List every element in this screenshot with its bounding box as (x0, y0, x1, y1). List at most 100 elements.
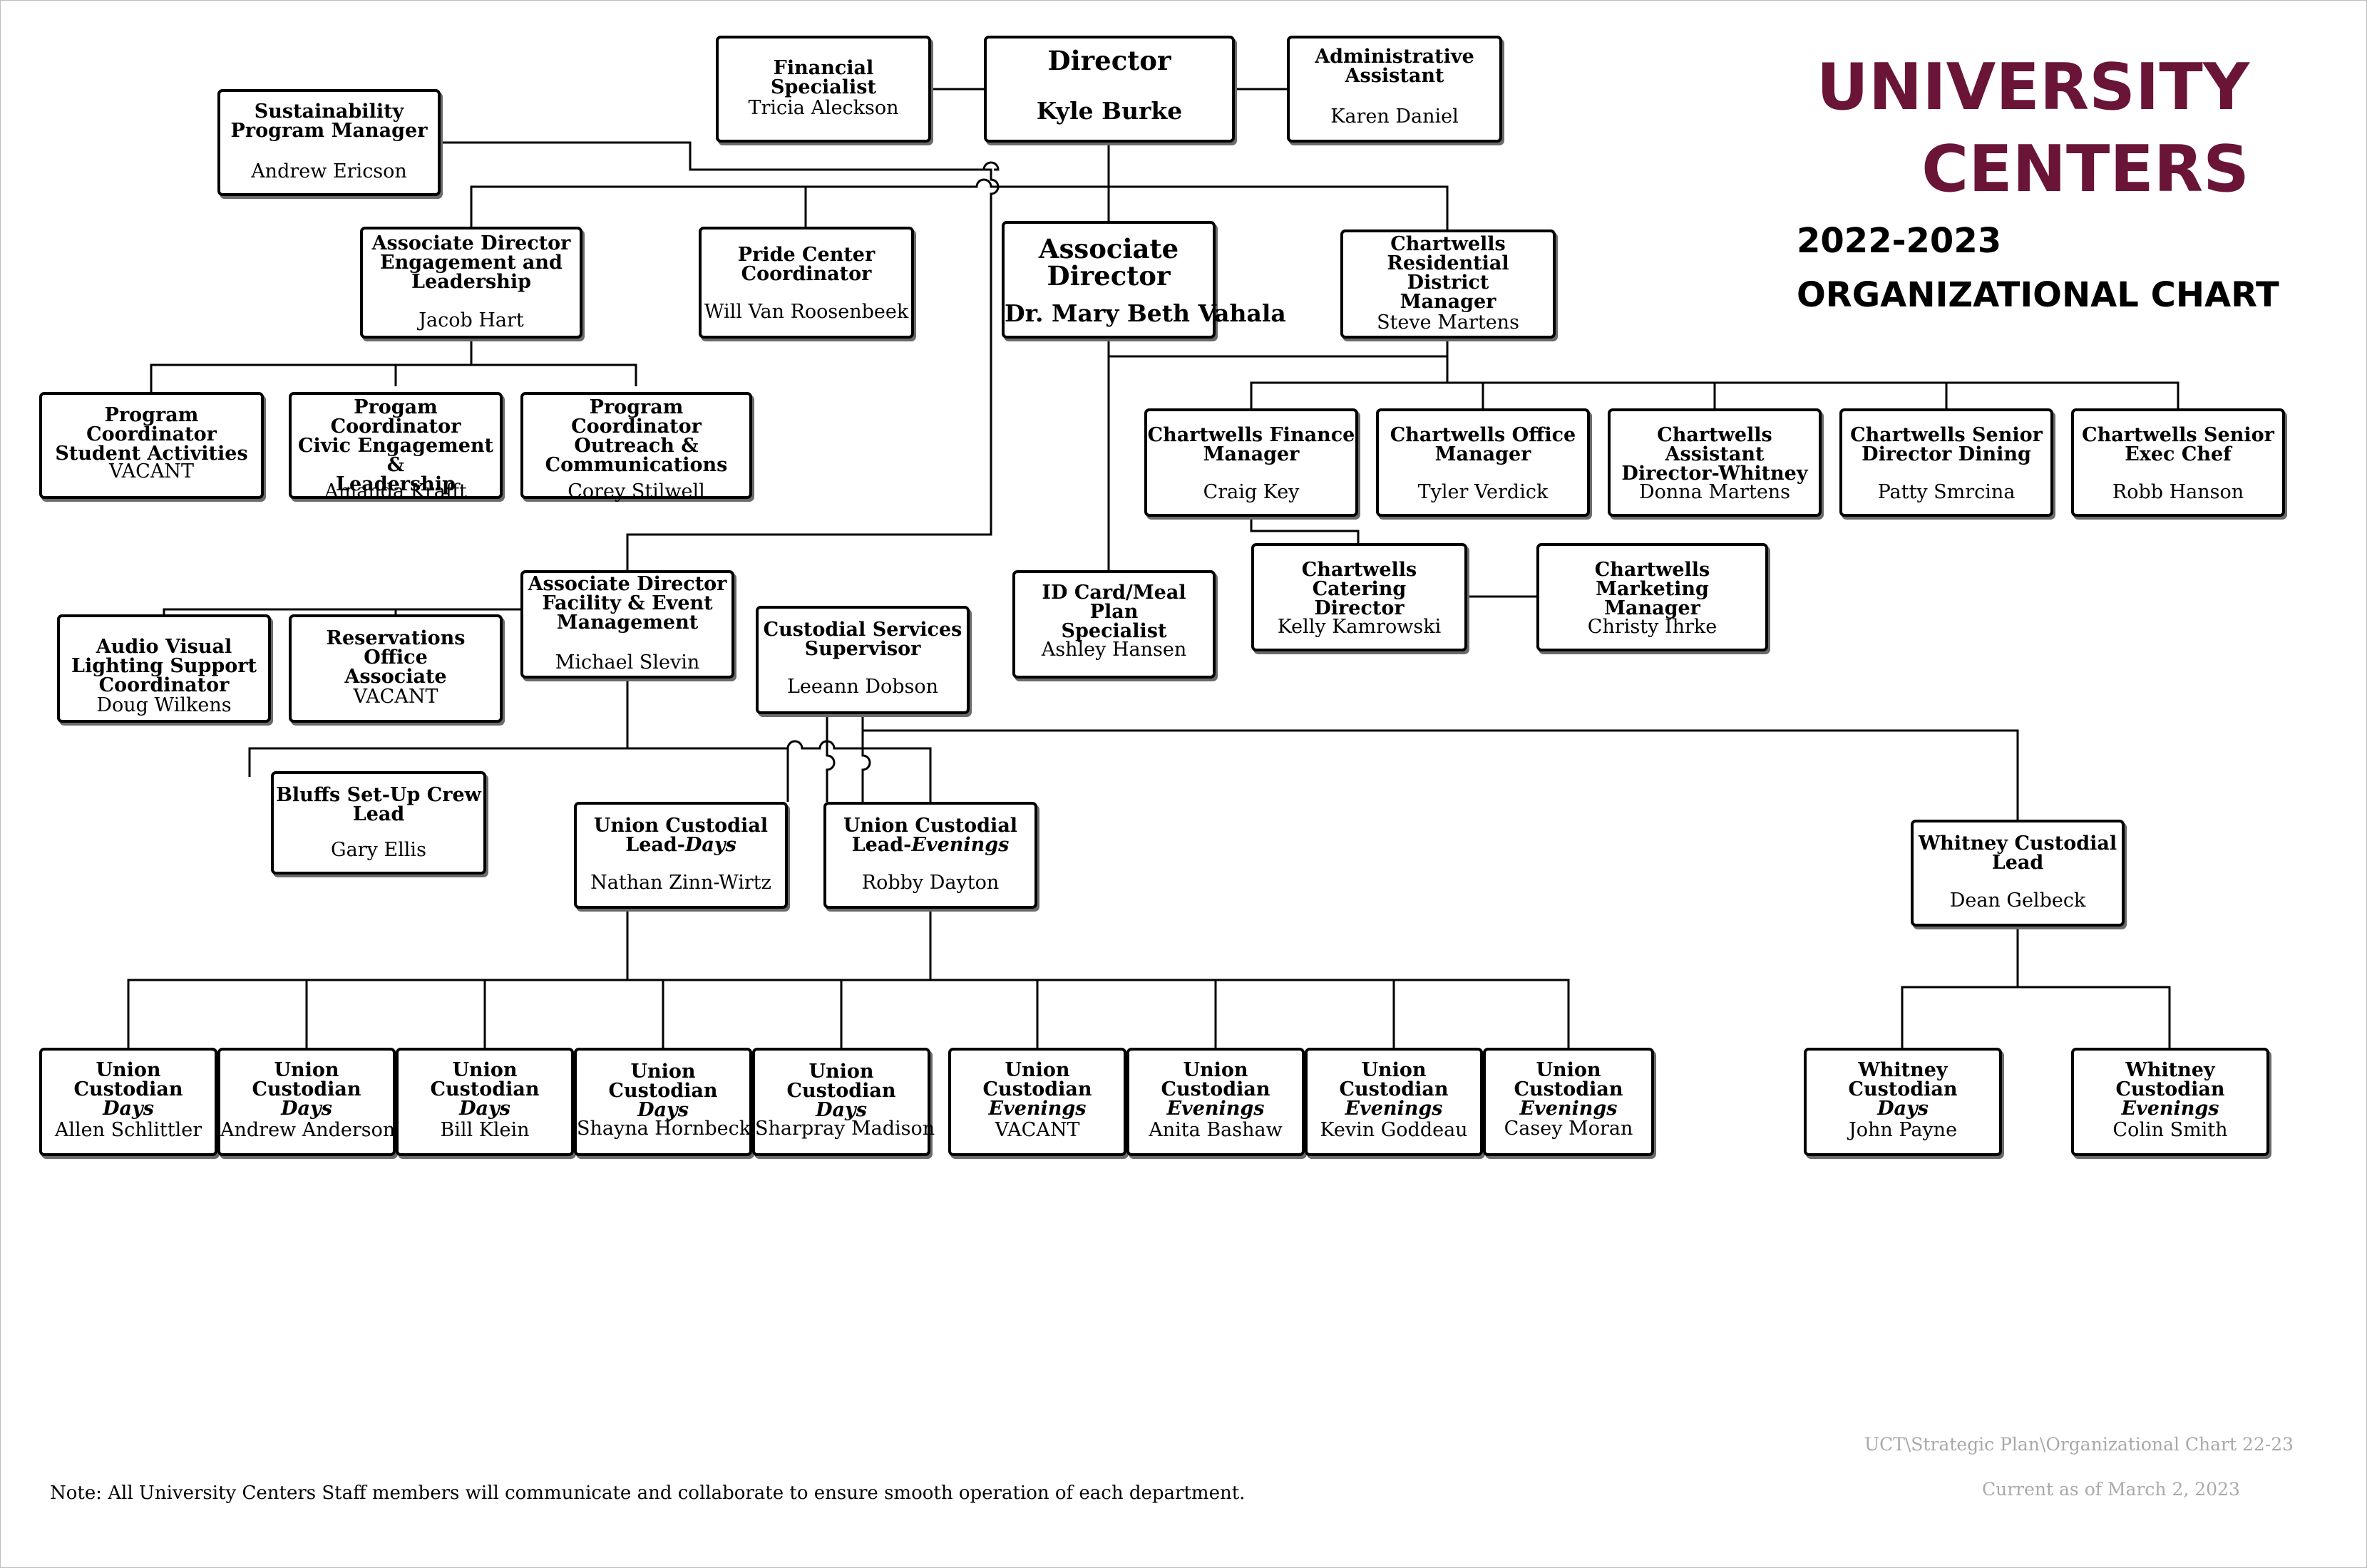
page-title: UNIVERSITY CENTERS (1817, 46, 2249, 210)
person-name: Tricia Aleckson (748, 97, 899, 119)
position-title-text: Financial Specialist (771, 57, 876, 98)
position-box-ad-engage: Associate Director Engagement and Leader… (360, 227, 582, 339)
position-title-text: Whitney Custodian (1848, 1059, 1958, 1100)
position-box-pc-civic: Progam Coordinator Civic Engagement & Le… (289, 392, 503, 502)
position-title-text: Pride Center Coordinator (737, 244, 876, 285)
position-title-text: Associate Director Engagement and Leader… (371, 232, 571, 293)
position-title: Audio Visual Lighting Support Coordinato… (60, 637, 268, 695)
position-title-text: Associate Director Facility & Event Mana… (528, 573, 727, 634)
position-title: Whitney Custodian Days (1807, 1061, 1999, 1118)
position-title-text: Sustainability Program Manager (230, 100, 428, 142)
person-name: Nathan Zinn-Wirtz (590, 872, 771, 894)
person-name: Anita Bashaw (1149, 1119, 1283, 1141)
position-title-text: Chartwells Assistant Director-Whitney (1621, 424, 1808, 485)
footer-as-of: Current as of March 2, 2023 (1982, 1479, 2240, 1500)
position-title: Director (987, 47, 1232, 74)
position-title: Union Custodian Evenings (1308, 1061, 1480, 1118)
person-name: John Payne (1848, 1119, 1958, 1141)
position-title-text: Union Custodian (252, 1059, 361, 1100)
position-title: Union Custodian Days (577, 1062, 749, 1120)
position-title-text: Progam Coordinator Civic Engagement & Le… (297, 396, 494, 495)
position-title: Union Custodian Days (220, 1061, 393, 1118)
title-line-1: UNIVERSITY (1816, 50, 2249, 125)
subtitle-text: ORGANIZATIONAL CHART (1797, 275, 2279, 315)
title-line-2: CENTERS (1921, 132, 2249, 207)
person-name: VACANT (995, 1119, 1080, 1141)
position-title-text: Union Custodial Lead- (593, 815, 769, 856)
person-name: Steve Martens (1377, 311, 1519, 334)
position-title: Chartwells Finance Manager (1147, 425, 1355, 464)
position-title: Associate Director Facility & Event Mana… (523, 574, 731, 632)
position-title: Associate Director Engagement and Leader… (363, 234, 580, 292)
position-title: Chartwells Marketing Manager (1539, 560, 1765, 618)
position-title: Reservations Office Associate (292, 629, 500, 686)
position-shift: Evenings (911, 834, 1010, 856)
position-title: Program Coordinator Student Activities (42, 406, 261, 463)
position-box-ad-facility: Associate Director Facility & Event Mana… (520, 570, 734, 679)
position-shift: Evenings (988, 1098, 1087, 1120)
person-name: Robb Hanson (2112, 481, 2244, 503)
position-title-text: Chartwells Catering Director (1301, 559, 1417, 619)
position-box-pc-outreach: Program Coordinator Outreach & Communica… (520, 392, 752, 502)
position-shift: Days (281, 1098, 332, 1120)
person-name: Michael Slevin (555, 651, 700, 674)
position-title-text: Chartwells Residential District Manager (1387, 233, 1509, 313)
position-shift: Days (103, 1098, 154, 1120)
position-title: Associate Director (1005, 235, 1213, 289)
position-title-text: Bluffs Set-Up Crew Lead (276, 784, 481, 825)
person-name: Sharpray Madison (755, 1118, 935, 1140)
position-title-text: Union Custodian (608, 1061, 718, 1102)
person-name: Jacob Hart (419, 309, 524, 331)
position-shift: Evenings (2121, 1098, 2219, 1120)
position-title-text: Whitney Custodial Lead (1918, 832, 2117, 874)
position-shift: Evenings (1166, 1098, 1265, 1120)
person-name: Donna Martens (1638, 481, 1791, 503)
position-title: Chartwells Catering Director (1254, 560, 1464, 618)
position-title: Union Custodian Evenings (1129, 1061, 1302, 1118)
position-title-text: Program Coordinator Outreach & Communica… (545, 396, 728, 476)
position-title: Union Custodial Lead-Days (577, 816, 785, 855)
position-title-text: Associate Director (1038, 233, 1179, 292)
position-title: Custodial Services Supervisor (759, 620, 967, 659)
position-title: Chartwells Assistant Director-Whitney (1611, 425, 1819, 483)
position-title: Pride Center Coordinator (702, 245, 911, 284)
person-name: Dean Gelbeck (1949, 889, 2086, 912)
position-title-text: Union Custodian (1514, 1059, 1623, 1100)
person-name: Doug Wilkens (96, 694, 232, 716)
position-title: Chartwells Senior Director Dining (1842, 425, 2050, 464)
position-shift: Days (637, 1099, 689, 1121)
person-name: Kelly Kamrowski (1277, 616, 1442, 638)
position-title: Bluffs Set-Up Crew Lead (274, 785, 483, 824)
person-name: VACANT (109, 460, 194, 483)
position-title-text: Program Coordinator Student Activities (55, 404, 248, 465)
person-name: Andrew Ericson (251, 160, 407, 182)
position-title-text: Whitney Custodian (2115, 1059, 2225, 1100)
position-title: ID Card/Meal Plan Specialist (1015, 583, 1213, 641)
person-name: Will Van Roosenbeek (704, 301, 909, 323)
position-title-text: ID Card/Meal Plan Specialist (1042, 582, 1186, 642)
position-title-text: Reservations Office Associate (326, 627, 466, 688)
position-title-text: Administrative Assistant (1315, 46, 1474, 87)
position-title: Union Custodian Days (399, 1061, 571, 1118)
